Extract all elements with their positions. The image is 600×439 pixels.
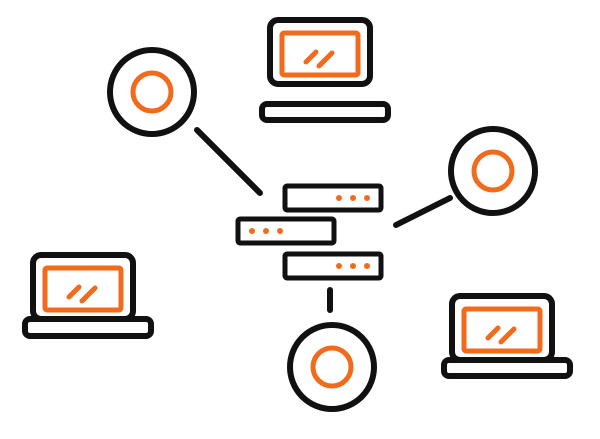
link-right-endpoint [393, 195, 453, 228]
link-top-left-endpoint [194, 127, 263, 196]
server-stack-icon [235, 183, 384, 281]
circle-node-icon [448, 126, 538, 216]
laptop-icon [441, 293, 573, 379]
server-unit [282, 183, 384, 213]
circle-node-icon [287, 322, 377, 412]
server-unit [235, 216, 337, 246]
laptop-icon [22, 252, 154, 339]
server-unit [282, 251, 384, 281]
laptop-icon [259, 17, 391, 123]
connections [194, 127, 453, 313]
circle-node-icon [107, 47, 197, 137]
